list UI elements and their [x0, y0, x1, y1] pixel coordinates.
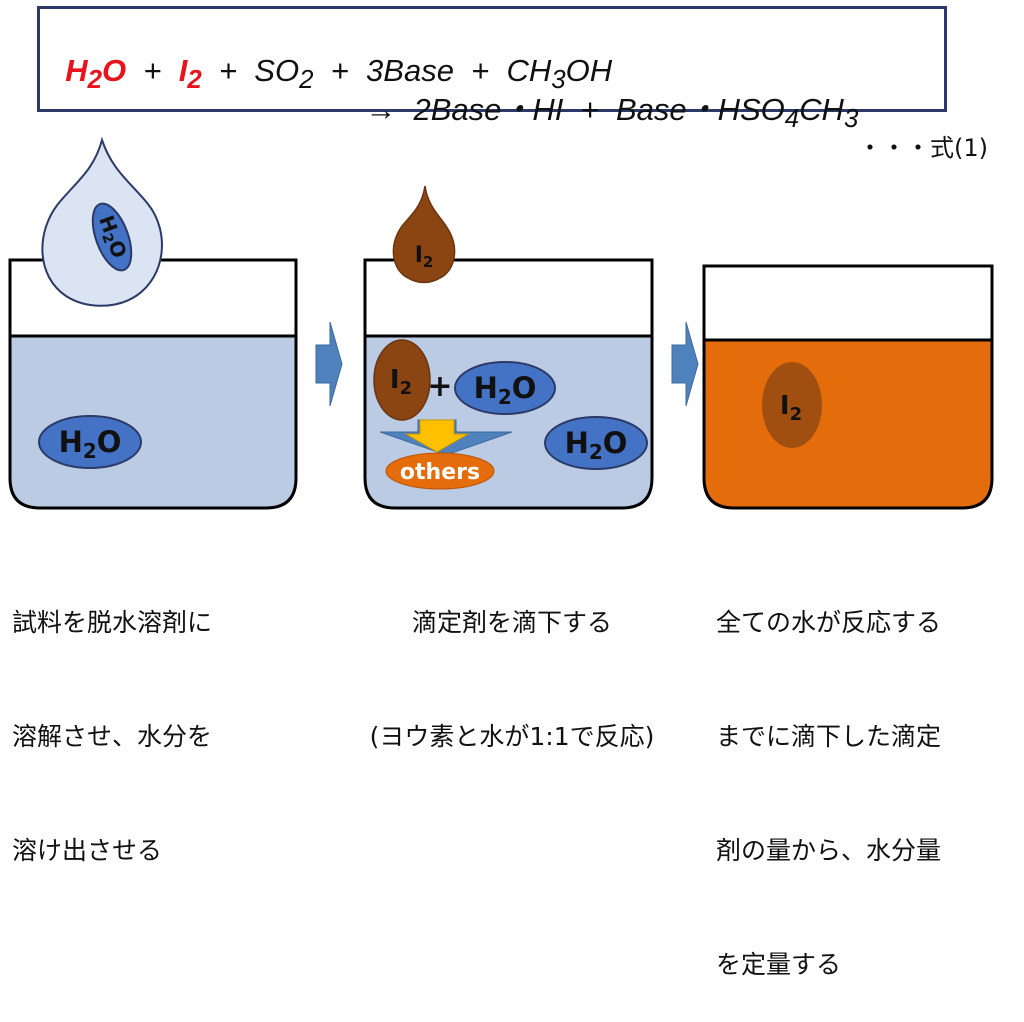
eq-i2: I2: [178, 53, 202, 95]
eq-so2: SO2: [254, 53, 314, 95]
eq-plus-5: +: [580, 92, 599, 127]
droplet-h2o-label: H2O: [92, 212, 132, 262]
equation-line-2: → 2Base・HI + Base・HSO4CH3: [348, 56, 858, 137]
beaker-3-outline: [702, 264, 994, 510]
beaker-1-h2o: H2O: [38, 415, 142, 469]
excess-i2-label: I2: [780, 391, 802, 425]
titration-diagram: H2O H2O I2 I2 + H2O others H2O: [8, 136, 994, 510]
equation-line-1: H2O + I2 + SO2 + 3Base + CH3OH: [48, 17, 612, 98]
plus-sign: +: [427, 369, 452, 404]
caption-step-3-line: 剤の量から、水分量: [716, 836, 942, 865]
reacting-h2o-shape: [454, 361, 556, 415]
beaker-3-solution: [704, 340, 992, 508]
caption-step-3-line: を定量する: [716, 950, 842, 979]
iodine-droplet: I2: [392, 185, 456, 284]
caption-step-2: 滴定剤を滴下する (ヨウ素と水が1:1で反応): [336, 528, 688, 794]
eq-h2o: H2O: [65, 53, 127, 95]
caption-step-3-line: までに滴下した滴定: [716, 722, 942, 751]
step-arrow-1: [315, 321, 343, 407]
eq-2base-hi: 2Base・HI: [413, 92, 564, 127]
caption-step-2-line: 滴定剤を滴下する: [411, 608, 612, 637]
eq-3base: 3Base: [366, 53, 454, 88]
i2-molecule-shape: [373, 339, 431, 421]
h2o-molecule-label: H2O: [59, 425, 122, 463]
caption-step-1-line: 溶け出させる: [12, 836, 163, 865]
remaining-h2o-shape: [544, 416, 648, 470]
h2o-molecule-shape: [38, 415, 142, 469]
equation-reference: ・・・式(1): [858, 134, 988, 162]
others-product-shape: [385, 452, 495, 490]
iodine-droplet-shape: [392, 185, 456, 284]
droplet-h2o-molecule: [91, 202, 133, 272]
step-arrow-2: [671, 321, 699, 407]
eq-arrow: →: [365, 92, 397, 127]
caption-step-3: 全ての水が反応する までに滴下した滴定 剤の量から、水分量 を定量する: [716, 528, 941, 1022]
caption-step-3-line: 全ての水が反応する: [716, 608, 942, 637]
remaining-h2o-label: H2O: [565, 426, 628, 464]
beaker-1: [8, 258, 298, 510]
beaker-1-solution: [10, 336, 296, 508]
caption-step-1-line: 溶解させ、水分を: [12, 722, 213, 751]
beaker-2-outline: [363, 258, 654, 510]
equation-box: [37, 6, 947, 112]
others-product-label: others: [400, 460, 480, 485]
eq-plus-2: +: [218, 53, 238, 88]
beaker-3: I2: [702, 264, 994, 510]
eq-ch3oh: CH3OH: [506, 53, 613, 95]
beaker-2-reaction: I2 + H2O others H2O: [373, 339, 648, 490]
i2-molecule-label: I2: [390, 365, 412, 399]
caption-step-1: 試料を脱水溶剤に 溶解させ、水分を 溶け出させる: [12, 528, 212, 908]
beaker-1-outline: [8, 258, 298, 510]
iodine-droplet-label: I2: [415, 243, 434, 271]
water-droplet: H2O: [41, 136, 163, 307]
reacting-h2o-label: H2O: [474, 371, 537, 409]
caption-step-1-line: 試料を脱水溶剤に: [12, 608, 213, 637]
eq-plus-4: +: [471, 53, 490, 88]
reaction-arrow-icon: [404, 419, 470, 453]
eq-base-hso4ch3: Base・HSO4CH3: [615, 92, 859, 134]
excess-i2-shape: [762, 362, 822, 448]
eq-plus-3: +: [330, 53, 349, 88]
caption-step-2-line: (ヨウ素と水が1:1で反応): [369, 722, 655, 751]
eq-plus-1: +: [143, 53, 162, 88]
